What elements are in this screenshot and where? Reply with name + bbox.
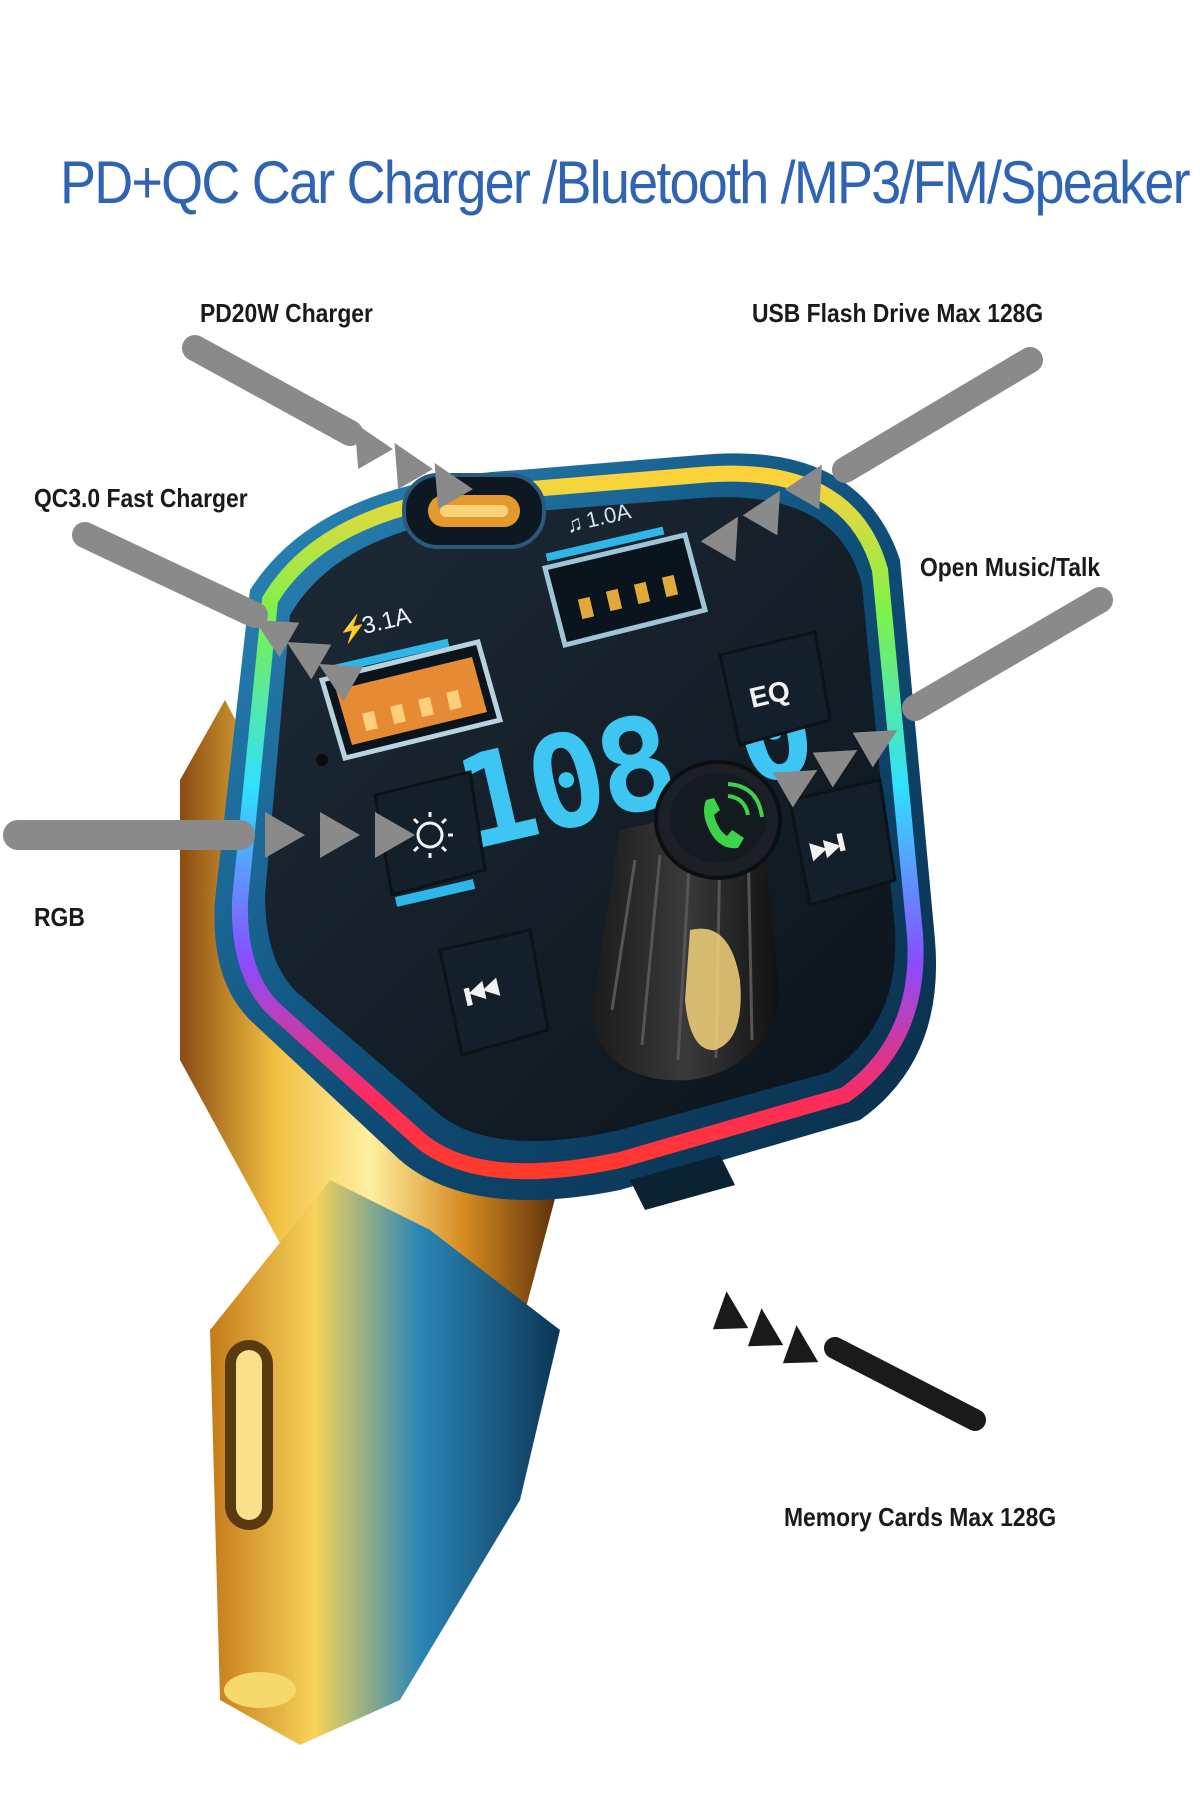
- phone-icon[interactable]: [704, 782, 764, 849]
- callout-qc30-fast-charger: QC3.0 Fast Charger: [34, 483, 248, 513]
- page-title: PD+QC Car Charger /Bluetooth /MP3/FM/Spe…: [60, 149, 1191, 216]
- arrow-memory-card: [824, 1337, 986, 1431]
- memory-card-slot: [630, 1155, 735, 1210]
- arrow-qc30: [72, 522, 268, 628]
- previous-track-button[interactable]: ⏮: [438, 928, 550, 1057]
- volume-knob[interactable]: [590, 760, 782, 1081]
- arrow-pd20w: [182, 335, 363, 446]
- next-track-button[interactable]: ⏭: [788, 778, 897, 907]
- rgb-light-button[interactable]: [373, 770, 487, 907]
- svg-text:⚡: ⚡: [335, 612, 370, 646]
- callout-memory-cards: Memory Cards Max 128G: [784, 1502, 1057, 1532]
- arrow-usb-flash: [832, 347, 1043, 483]
- callout-arrows: [3, 335, 1113, 1431]
- callout-rgb: RGB: [34, 902, 85, 932]
- callout-usb-flash-drive: USB Flash Drive Max 128G: [752, 298, 1044, 328]
- usb-a-port-1a: ♫ 1.0A: [541, 498, 709, 649]
- callout-open-music-talk: Open Music/Talk: [920, 552, 1101, 582]
- usb-a-port-qc: ⚡ 3.1A: [318, 602, 504, 761]
- eq-button[interactable]: EQ: [718, 630, 832, 747]
- callout-pd20w-charger: PD20W Charger: [200, 298, 373, 328]
- arrow-music-talk: [902, 587, 1113, 721]
- sun-icon: [416, 821, 444, 849]
- microphone-hole: [316, 754, 328, 766]
- svg-text:♫: ♫: [564, 510, 586, 538]
- pd-usb-c-port: [402, 473, 546, 549]
